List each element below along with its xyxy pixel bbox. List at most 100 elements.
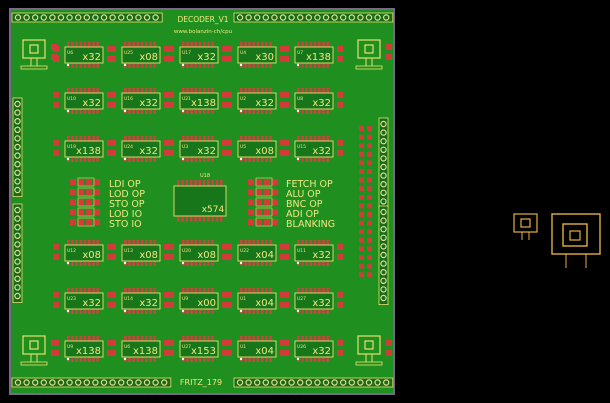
header-pin[interactable]	[262, 14, 269, 21]
header-pin[interactable]	[380, 180, 387, 188]
header-pin[interactable]	[14, 241, 21, 248]
header-pin[interactable]	[380, 163, 387, 171]
header-pin[interactable]	[14, 267, 21, 274]
header-pin[interactable]	[340, 379, 347, 386]
header-pin[interactable]	[340, 14, 347, 21]
header-pin[interactable]	[92, 14, 99, 21]
header-pin[interactable]	[32, 379, 39, 386]
header-pin[interactable]	[374, 379, 381, 386]
header-pin[interactable]	[297, 379, 304, 386]
header-pin[interactable]	[380, 198, 387, 205]
header-pin[interactable]	[14, 215, 21, 222]
header-pin[interactable]	[331, 379, 338, 386]
header-bottom-right[interactable]	[233, 377, 394, 388]
header-pin[interactable]	[365, 14, 373, 21]
header-pin[interactable]	[322, 379, 330, 386]
header-pin[interactable]	[357, 379, 364, 386]
header-pin[interactable]	[14, 160, 21, 168]
header-pin[interactable]	[380, 269, 387, 276]
header-left-1[interactable]	[12, 97, 23, 197]
header-pin[interactable]	[380, 120, 387, 128]
header-pin[interactable]	[109, 379, 116, 386]
header-pin[interactable]	[236, 379, 244, 386]
header-pin[interactable]	[245, 379, 252, 386]
header-pin[interactable]	[152, 379, 159, 386]
header-pin[interactable]	[152, 14, 159, 21]
header-pin[interactable]	[109, 14, 116, 21]
header-pin[interactable]	[380, 243, 387, 250]
header-pin[interactable]	[14, 186, 21, 194]
header-pin[interactable]	[126, 379, 134, 386]
header-pin[interactable]	[100, 14, 108, 21]
header-right-1[interactable]	[378, 117, 389, 209]
header-pin[interactable]	[383, 379, 390, 386]
header-pin[interactable]	[14, 249, 21, 257]
header-pin[interactable]	[236, 14, 244, 21]
header-pin[interactable]	[380, 234, 387, 241]
header-pin[interactable]	[254, 14, 261, 21]
header-pin[interactable]	[14, 100, 21, 108]
header-pin[interactable]	[14, 206, 21, 214]
header-pin[interactable]	[365, 379, 373, 386]
header-pin[interactable]	[380, 277, 387, 284]
header-pin[interactable]	[57, 14, 65, 21]
header-pin[interactable]	[14, 169, 21, 176]
header-pin[interactable]	[271, 379, 278, 386]
header-pin[interactable]	[66, 379, 73, 386]
header-pin[interactable]	[74, 14, 82, 21]
header-pin[interactable]	[14, 223, 21, 231]
header-pin[interactable]	[348, 14, 355, 21]
power-connector-bottom-right[interactable]	[355, 335, 392, 366]
power-connector-bottom-left[interactable]	[20, 335, 57, 366]
header-pin[interactable]	[380, 146, 387, 153]
header-pin[interactable]	[380, 189, 387, 196]
header-pin[interactable]	[14, 109, 21, 116]
header-pin[interactable]	[380, 251, 387, 259]
header-pin[interactable]	[380, 217, 387, 224]
header-pin[interactable]	[380, 225, 387, 233]
header-pin[interactable]	[314, 379, 321, 386]
header-pin[interactable]	[14, 258, 21, 265]
header-pin[interactable]	[117, 379, 125, 386]
header-pin[interactable]	[14, 275, 21, 282]
header-pin[interactable]	[279, 14, 287, 21]
header-pin[interactable]	[14, 178, 21, 185]
header-pin[interactable]	[143, 14, 151, 21]
header-pin[interactable]	[66, 14, 73, 21]
power-connector-top-right[interactable]	[355, 39, 392, 70]
header-pin[interactable]	[49, 14, 56, 21]
header-pin[interactable]	[279, 379, 287, 386]
header-right-2[interactable]	[378, 205, 389, 305]
header-pin[interactable]	[14, 14, 22, 21]
header-pin[interactable]	[245, 14, 252, 21]
header-pin[interactable]	[380, 172, 387, 179]
header-pin[interactable]	[357, 14, 364, 21]
header-pin[interactable]	[314, 14, 321, 21]
header-pin[interactable]	[305, 14, 312, 21]
header-pin[interactable]	[100, 379, 108, 386]
header-pin[interactable]	[380, 208, 387, 216]
header-pin[interactable]	[57, 379, 65, 386]
header-pin[interactable]	[143, 379, 151, 386]
header-pin[interactable]	[380, 286, 387, 293]
header-pin[interactable]	[288, 379, 295, 386]
header-pin[interactable]	[380, 137, 387, 145]
header-pin[interactable]	[380, 294, 387, 302]
header-pin[interactable]	[383, 14, 390, 21]
header-pin[interactable]	[14, 135, 21, 142]
header-pin[interactable]	[14, 126, 21, 134]
